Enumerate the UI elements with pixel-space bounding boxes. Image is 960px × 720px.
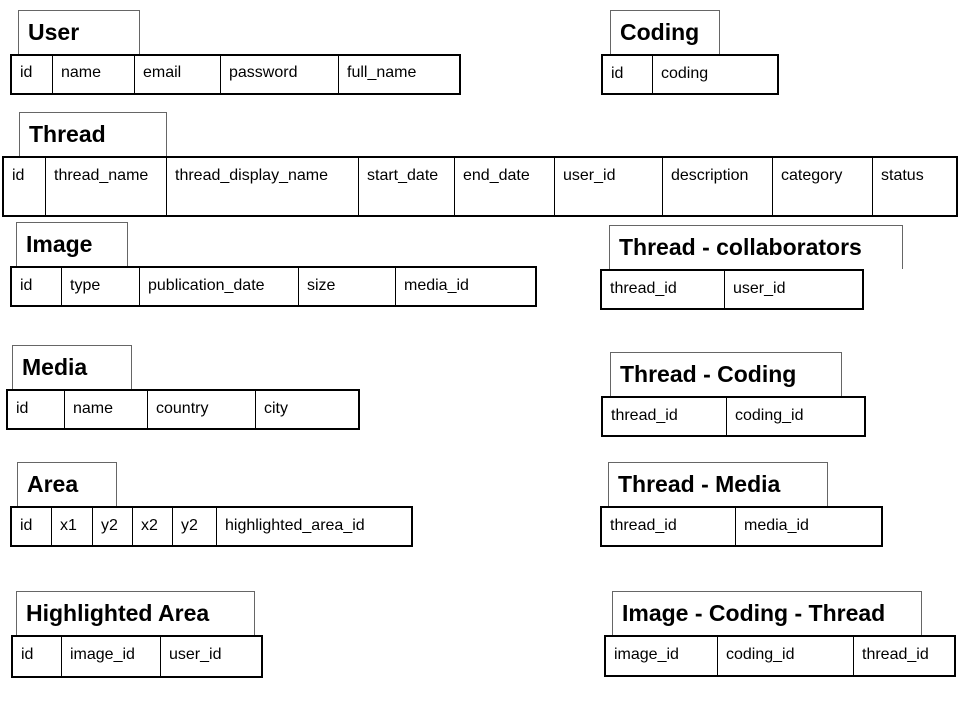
column-cell: x2 <box>133 508 173 545</box>
column-cell: coding_id <box>735 407 804 424</box>
column-cell: media_id <box>744 517 809 534</box>
column-cell: thread_id <box>862 646 929 663</box>
column-cell: thread_id <box>603 398 727 435</box>
column-cell: category <box>773 158 873 215</box>
entity-title-highlighted-area: Highlighted Area <box>16 591 255 635</box>
column-cell: description <box>663 158 773 215</box>
column-cell: thread_id <box>602 508 736 545</box>
column-cell: country <box>148 391 256 428</box>
column-cell: id <box>12 56 53 93</box>
entity-title-user: User <box>18 10 140 54</box>
column-cell: password <box>221 56 339 93</box>
column-cell: id <box>4 158 46 215</box>
column-cell: image_id <box>62 637 161 676</box>
entity-title-thread-media: Thread - Media <box>608 462 828 506</box>
column-cell: id <box>12 268 62 305</box>
column-cell: thread_id <box>602 271 725 308</box>
entity-title-area: Area <box>17 462 117 506</box>
column-cell: id <box>12 508 52 545</box>
column-cell: city <box>264 400 288 417</box>
column-cell: full_name <box>347 64 417 81</box>
entity-columns-coding: id coding <box>601 54 779 95</box>
column-cell: id <box>603 56 653 93</box>
entity-columns-thread-collaborators: thread_id user_id <box>600 269 864 310</box>
column-cell: highlighted_area_id <box>225 517 365 534</box>
column-cell: name <box>53 56 135 93</box>
column-cell: email <box>135 56 221 93</box>
entity-title-thread-coding: Thread - Coding <box>610 352 842 396</box>
column-cell: y2 <box>173 508 217 545</box>
column-cell: user_id <box>555 158 663 215</box>
column-cell: user_id <box>733 280 786 297</box>
column-cell: id <box>8 391 65 428</box>
entity-title-thread-collaborators: Thread - collaborators <box>609 225 903 269</box>
column-cell: x1 <box>52 508 93 545</box>
column-cell: type <box>62 268 140 305</box>
column-cell: coding <box>661 65 709 82</box>
column-cell: status <box>881 167 924 184</box>
column-cell: coding_id <box>718 637 854 675</box>
column-cell: size <box>299 268 396 305</box>
column-cell: image_id <box>606 637 718 675</box>
column-cell: start_date <box>359 158 455 215</box>
column-cell: name <box>65 391 148 428</box>
entity-title-coding: Coding <box>610 10 720 54</box>
column-cell: thread_display_name <box>167 158 359 215</box>
column-cell: end_date <box>455 158 555 215</box>
entity-columns-thread-media: thread_id media_id <box>600 506 883 547</box>
column-cell: media_id <box>404 277 469 294</box>
entity-title-media: Media <box>12 345 132 389</box>
column-cell: publication_date <box>140 268 299 305</box>
column-cell: thread_name <box>46 158 167 215</box>
column-cell: y2 <box>93 508 133 545</box>
entity-columns-thread-coding: thread_id coding_id <box>601 396 866 437</box>
entity-title-image-coding-thread: Image - Coding - Thread <box>612 591 922 635</box>
entity-title-image: Image <box>16 222 128 266</box>
column-cell: user_id <box>169 646 222 663</box>
column-cell: id <box>13 637 62 676</box>
entity-title-thread: Thread <box>19 112 167 156</box>
